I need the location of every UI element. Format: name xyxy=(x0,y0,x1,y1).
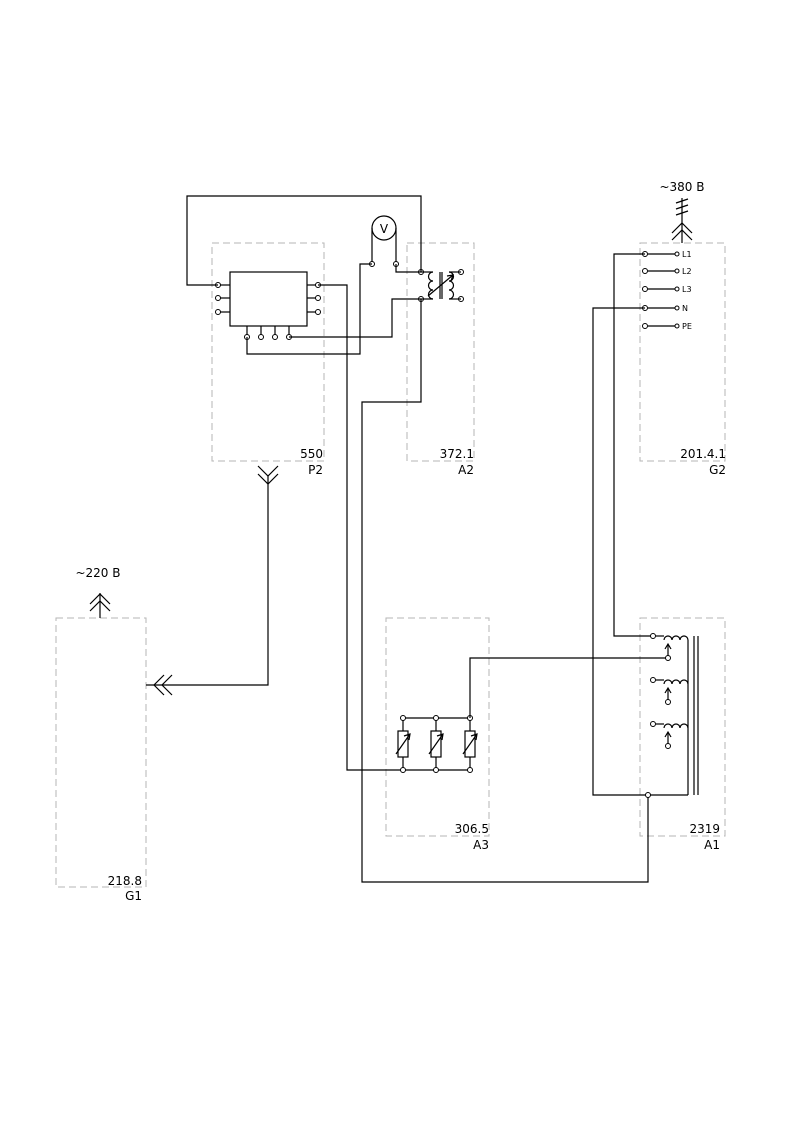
wiring-upper xyxy=(186,195,649,883)
ref-a3: A3 xyxy=(473,838,489,852)
code-g2: 201.4.1 xyxy=(680,447,726,461)
label-a1: 2319 A1 xyxy=(689,822,720,852)
voltage-380: ~380 В xyxy=(659,180,704,194)
label-g2: 201.4.1 G2 xyxy=(680,447,726,477)
voltmeter: V xyxy=(369,215,399,267)
g2-terminal-block: L1 L2 L3 N PE xyxy=(642,250,692,331)
code-a3: 306.5 xyxy=(455,822,489,836)
unit-box-g2 xyxy=(639,242,726,462)
resistor-bank-a3 xyxy=(395,715,478,773)
plug-icon-g1 xyxy=(89,593,111,618)
terminal-l1: L1 xyxy=(682,250,692,259)
unit-box-p2 xyxy=(211,242,325,462)
p2-bottom-terminals xyxy=(244,326,292,340)
p2-right-terminals xyxy=(307,282,321,315)
ref-g1: G1 xyxy=(125,889,142,903)
label-a3: 306.5 A3 xyxy=(455,822,489,852)
voltage-220: ~220 В xyxy=(75,566,120,580)
unit-box-a1 xyxy=(639,617,726,837)
label-a2: 372.1 A2 xyxy=(440,447,474,477)
ref-a1: A1 xyxy=(704,838,720,852)
ref-p2: P2 xyxy=(308,463,323,477)
signal-link-p2-g1 xyxy=(146,465,279,696)
terminal-pe: PE xyxy=(682,322,692,331)
label-g1: 218.8 G1 xyxy=(108,874,142,903)
code-g1: 218.8 xyxy=(108,874,142,888)
p2-left-terminals xyxy=(215,282,230,315)
ref-a2: A2 xyxy=(458,463,474,477)
voltmeter-symbol: V xyxy=(380,222,389,236)
label-p2: 550 P2 xyxy=(300,447,323,477)
terminal-n: N xyxy=(682,304,688,313)
terminal-l2: L2 xyxy=(682,267,692,276)
ref-g2: G2 xyxy=(709,463,726,477)
code-p2: 550 xyxy=(300,447,323,461)
unit-box-a2 xyxy=(406,242,475,462)
unit-box-g1 xyxy=(55,617,147,888)
wiring-g2-a1 xyxy=(592,253,652,796)
three-phase-plug-icon xyxy=(671,198,693,243)
code-a2: 372.1 xyxy=(440,447,474,461)
code-a1: 2319 xyxy=(689,822,720,836)
wire-a3-to-a1 xyxy=(469,657,668,718)
device-p2-body xyxy=(229,271,308,327)
autotransformer-a1 xyxy=(645,633,699,798)
variable-inductor-a2 xyxy=(418,269,464,302)
unit-box-a3 xyxy=(385,617,490,837)
terminal-l3: L3 xyxy=(682,285,692,294)
